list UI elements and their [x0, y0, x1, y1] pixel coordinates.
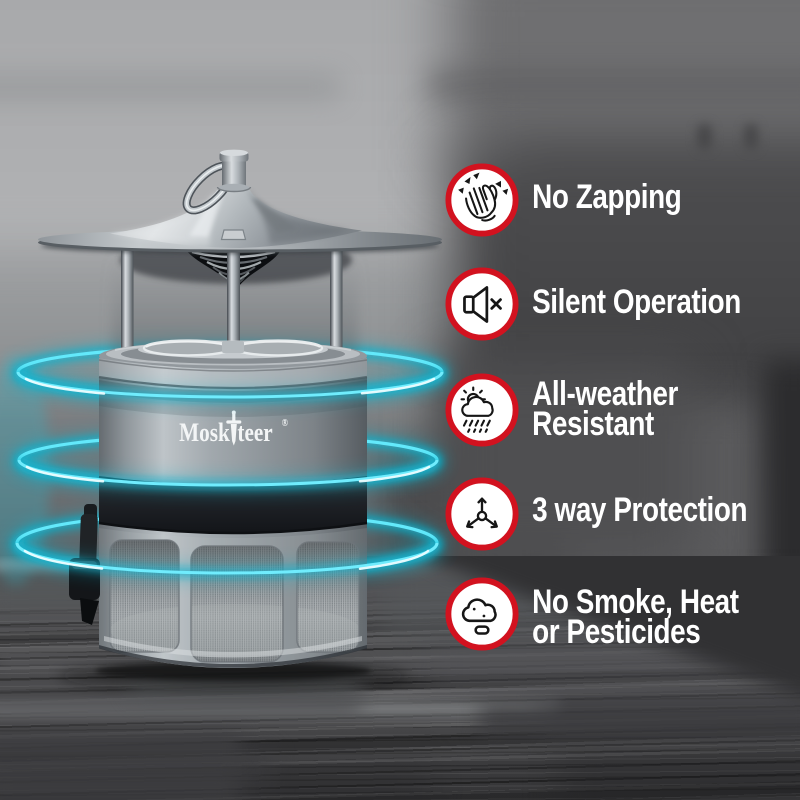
svg-text:Mosk: Mosk — [179, 419, 230, 448]
svg-text:teer: teer — [237, 419, 273, 448]
svg-text:®: ® — [282, 417, 288, 429]
